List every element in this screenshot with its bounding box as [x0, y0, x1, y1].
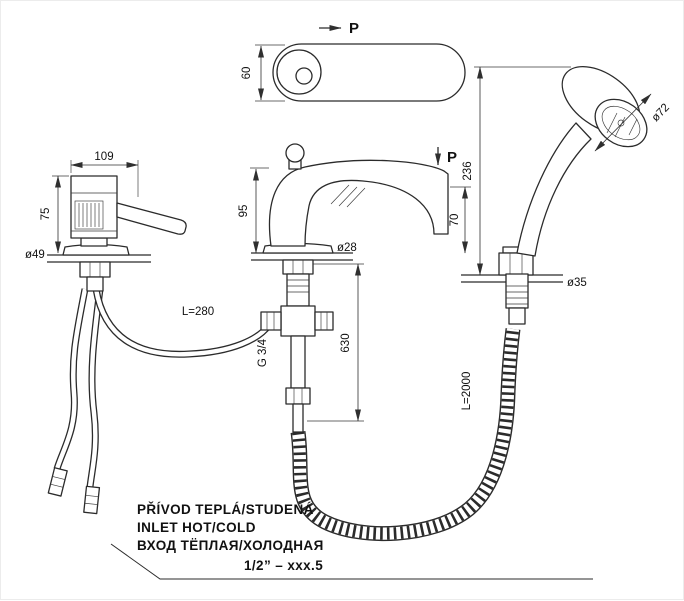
hand-shower-unit: ø72 236 ø35: [462, 66, 672, 325]
spout-tee-body: [280, 305, 316, 337]
dim-109-label: 109: [94, 151, 113, 163]
hose-connector: [47, 467, 68, 497]
deck-left: [47, 254, 151, 263]
shower-shank: [505, 273, 529, 309]
shower-handle: [516, 122, 592, 257]
dim-70-label: 70: [449, 214, 461, 227]
dim-95-label: 95: [238, 205, 250, 218]
thread-g34-label: G 3/4: [257, 338, 269, 367]
len-280-label: L=280: [182, 306, 214, 318]
dim-630-label: 630: [340, 333, 352, 352]
knob-plan-inner-circle: [295, 67, 313, 85]
note-line-cz: PŘÍVOD TEPLÁ/STUDENÁ: [137, 502, 314, 517]
deck-center: [251, 252, 353, 261]
spout-body: [268, 159, 449, 247]
p-spout-label: P: [447, 149, 457, 166]
len-2000-label: L=2000: [461, 372, 473, 411]
mixer-valve-unit: 109 75 ø49: [25, 151, 187, 292]
note-line-en: INLET HOT/COLD: [137, 520, 256, 535]
mixer-shank: [86, 276, 104, 292]
mixer-mounting-nut: [79, 261, 111, 278]
leader-line: [110, 543, 593, 580]
mixer-body: [70, 175, 118, 239]
mixer-handle: [116, 202, 187, 235]
hose-connector: [83, 485, 101, 515]
dia-72-label: ø72: [650, 102, 672, 125]
note-connection-size: 1/2” – xxx.5: [244, 558, 323, 573]
p-top-label: P: [349, 20, 359, 37]
spout-unit: P 95 70 ø28 G 3/4 630: [238, 143, 471, 433]
dim-236-label: 236: [462, 161, 474, 180]
connecting-pipe: L=280: [92, 288, 272, 358]
dim-75-label: 75: [40, 208, 52, 221]
shower-hex-nut: [498, 252, 534, 276]
shower-hose: L=2000: [290, 328, 521, 541]
dia-35-label: ø35: [567, 277, 587, 289]
top-view-escutcheon: 60 P: [241, 20, 466, 102]
dia-49-label: ø49: [25, 249, 45, 261]
dia-28-label: ø28: [337, 242, 357, 254]
supply-hoses: [47, 288, 104, 515]
dim-60-label: 60: [241, 67, 253, 80]
note-line-ru: ВХОД ТЁПЛАЯ/ХОЛОДНАЯ: [137, 538, 324, 553]
notes-block: PŘÍVOD TEPLÁ/STUDENÁ INLET HOT/COLD ВХОД…: [110, 502, 593, 580]
spout-knob: [285, 143, 305, 163]
